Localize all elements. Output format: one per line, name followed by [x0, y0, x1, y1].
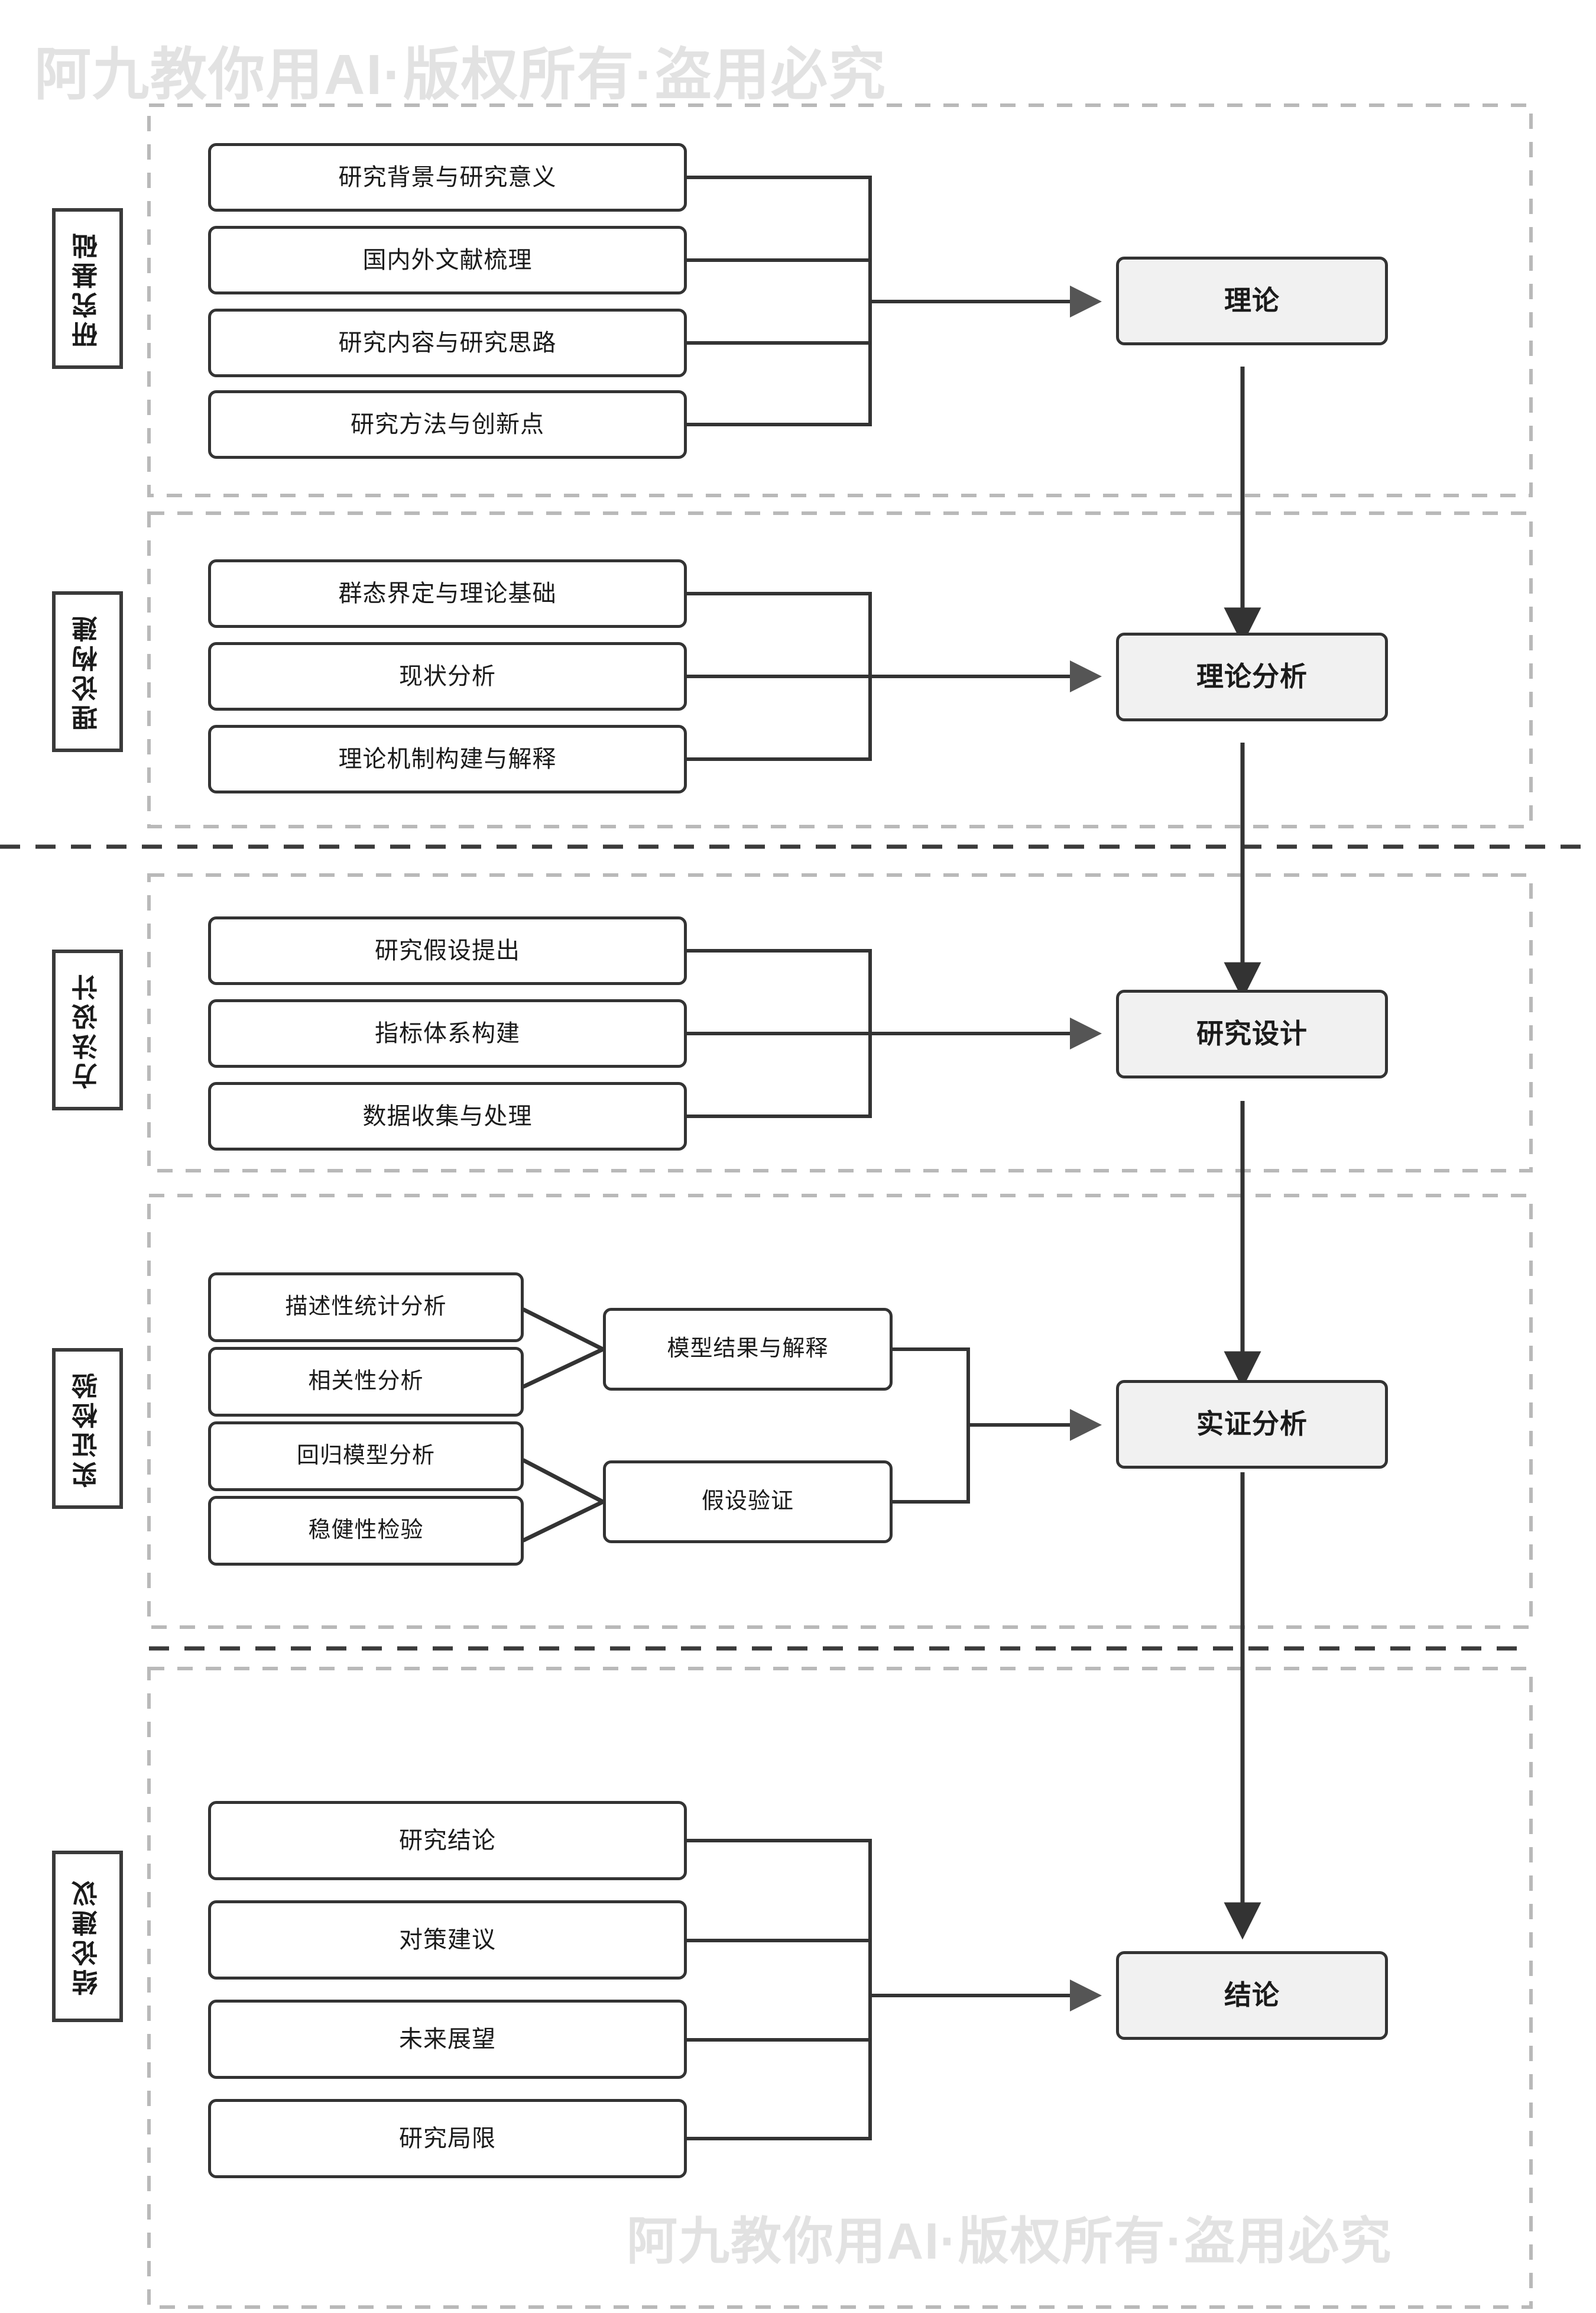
- phase-label-conclusion-suggestion: 结论建议: [52, 1851, 123, 2022]
- phase-label-text: 理论构建: [73, 613, 102, 731]
- node-correlation-analysis[interactable]: 相关性分析: [208, 1347, 524, 1417]
- node-outcome-empirical-analysis[interactable]: 实证分析: [1116, 1380, 1388, 1469]
- node-robustness-test[interactable]: 稳健性检验: [208, 1496, 524, 1566]
- node-status-analysis[interactable]: 现状分析: [208, 642, 687, 711]
- node-policy-suggestion[interactable]: 对策建议: [208, 1900, 687, 1980]
- node-regression-analysis[interactable]: 回归模型分析: [208, 1421, 524, 1491]
- node-hypothesis-verification[interactable]: 假设验证: [603, 1460, 893, 1543]
- phase-label-text: 方法设计: [73, 971, 102, 1089]
- connectors-method-design: [685, 949, 1102, 1118]
- group-frame-research-foundation: [147, 103, 1533, 497]
- phase-label-theory-construction: 理论构建: [52, 591, 123, 752]
- phase-label-text: 实证检验: [73, 1369, 102, 1488]
- phase-label-text: 结论建议: [73, 1877, 102, 1995]
- group-frame-empirical-test: [147, 1194, 1533, 1629]
- group-frame-conclusion-suggestion: [147, 1667, 1533, 2309]
- node-hypothesis[interactable]: 研究假设提出: [208, 916, 687, 985]
- phase-label-text: 研究基础: [73, 229, 102, 348]
- group-frame-method-design: [147, 873, 1533, 1172]
- node-data-collection[interactable]: 数据收集与处理: [208, 1082, 687, 1151]
- phase-label-method-design: 方法设计: [52, 950, 123, 1110]
- node-research-limitation[interactable]: 研究局限: [208, 2099, 687, 2178]
- connectors-theory-construction: [685, 592, 1102, 761]
- phase-label-empirical-test: 实证检验: [52, 1348, 123, 1509]
- group-frame-theory-construction: [147, 511, 1533, 828]
- connectors-research-foundation: [685, 176, 1102, 426]
- connectors-empirical-test: [521, 1307, 605, 1543]
- node-model-results[interactable]: 模型结果与解释: [603, 1308, 893, 1391]
- node-outcome-theory[interactable]: 理论: [1116, 257, 1388, 345]
- node-research-method[interactable]: 研究方法与创新点: [208, 390, 687, 459]
- node-outcome-conclusion[interactable]: 结论: [1116, 1951, 1388, 2040]
- node-group-definition[interactable]: 群态界定与理论基础: [208, 559, 687, 628]
- node-literature-review[interactable]: 国内外文献梳理: [208, 226, 687, 294]
- node-research-conclusion[interactable]: 研究结论: [208, 1801, 687, 1880]
- node-future-outlook[interactable]: 未来展望: [208, 2000, 687, 2079]
- phase-label-research-foundation: 研究基础: [52, 208, 123, 369]
- node-research-content[interactable]: 研究内容与研究思路: [208, 309, 687, 377]
- node-research-background[interactable]: 研究背景与研究意义: [208, 143, 687, 212]
- connectors-empirical-merge: [891, 1347, 1102, 1504]
- node-outcome-theory-analysis[interactable]: 理论分析: [1116, 633, 1388, 721]
- node-descriptive-statistics[interactable]: 描述性统计分析: [208, 1272, 524, 1342]
- node-theory-mechanism[interactable]: 理论机制构建与解释: [208, 725, 687, 793]
- connectors-conclusion-suggestion: [685, 1839, 1102, 2140]
- node-indicator-system[interactable]: 指标体系构建: [208, 999, 687, 1068]
- node-outcome-research-design[interactable]: 研究设计: [1116, 990, 1388, 1078]
